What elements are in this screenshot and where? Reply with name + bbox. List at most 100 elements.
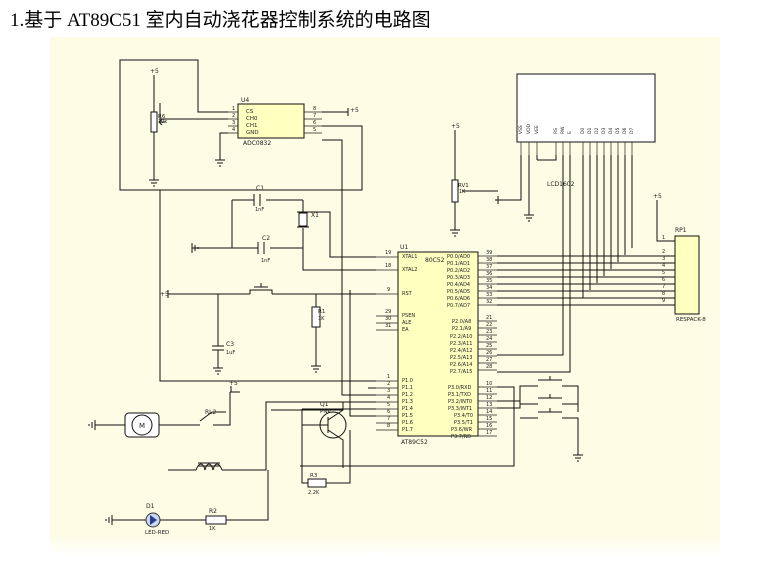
transistor-q1: Q1 PNP: [271, 401, 347, 468]
svg-text:23: 23: [486, 329, 492, 335]
svg-text:7: 7: [387, 416, 390, 422]
svg-text:21: 21: [486, 315, 492, 321]
svg-text:C1: C1: [256, 185, 264, 192]
svg-text:6: 6: [662, 277, 665, 283]
pot-r6: +5 R6 10k: [149, 68, 167, 187]
svg-text:AT89C52: AT89C52: [401, 439, 428, 446]
svg-text:D1: D1: [587, 128, 593, 134]
svg-text:D4: D4: [608, 128, 614, 134]
svg-text:3: 3: [662, 256, 665, 262]
svg-text:RESPACK-8: RESPACK-8: [676, 317, 706, 323]
crystal-circuit: C1 1nF C2 1nF X1: [191, 185, 376, 271]
svg-text:8: 8: [313, 106, 316, 112]
svg-text:C2: C2: [262, 235, 270, 242]
svg-text:GND: GND: [246, 130, 259, 136]
svg-text:P2.1/A9: P2.1/A9: [452, 326, 471, 332]
svg-text:P0.3/AD3: P0.3/AD3: [447, 275, 470, 281]
pot-rv1: +5 RV1 1K: [450, 123, 498, 237]
adc-wires: [119, 59, 363, 191]
svg-text:5: 5: [387, 402, 390, 408]
svg-text:P0.5/AD5: P0.5/AD5: [447, 289, 470, 295]
svg-text:E: E: [567, 131, 573, 134]
svg-text:29: 29: [385, 309, 391, 315]
svg-text:3: 3: [387, 388, 390, 394]
svg-text:D2: D2: [594, 128, 600, 134]
svg-text:35: 35: [486, 278, 492, 284]
svg-text:2: 2: [232, 113, 235, 119]
svg-text:31: 31: [385, 323, 391, 329]
svg-text:ALE: ALE: [402, 320, 411, 326]
svg-text:VSS: VSS: [518, 125, 524, 134]
svg-text:U4: U4: [241, 97, 249, 104]
svg-text:RST: RST: [402, 291, 413, 297]
p1-wires: [159, 139, 376, 417]
svg-text:6: 6: [387, 409, 390, 415]
svg-text:P0.0/AD0: P0.0/AD0: [447, 254, 470, 260]
svg-text:CH1: CH1: [246, 123, 257, 129]
svg-text:9: 9: [387, 287, 390, 293]
svg-text:+5: +5: [350, 107, 359, 114]
svg-text:R1: R1: [318, 309, 325, 315]
lcd-wires: [497, 155, 633, 373]
svg-text:36: 36: [486, 271, 492, 277]
svg-text:X1: X1: [311, 212, 319, 219]
svg-text:18: 18: [385, 263, 391, 269]
svg-text:34: 34: [486, 285, 492, 291]
svg-text:80C52: 80C52: [425, 257, 445, 264]
svg-text:1K: 1K: [209, 526, 216, 532]
svg-text:+5: +5: [653, 193, 662, 200]
svg-text:XTAL2: XTAL2: [402, 267, 417, 273]
svg-text:28: 28: [486, 364, 492, 370]
svg-text:10: 10: [486, 381, 492, 387]
svg-text:5: 5: [662, 270, 665, 276]
svg-text:9: 9: [662, 298, 665, 304]
p0-bus: [497, 255, 675, 306]
svg-text:12: 12: [486, 395, 492, 401]
led-d1: D1 LED-RED R2 1K: [105, 470, 269, 536]
svg-text:+5: +5: [229, 380, 238, 387]
svg-text:11: 11: [486, 388, 492, 394]
svg-text:D7: D7: [629, 128, 635, 134]
svg-text:7: 7: [313, 113, 316, 119]
svg-text:P3.4/T0: P3.4/T0: [454, 413, 473, 419]
svg-text:4: 4: [387, 395, 390, 401]
svg-text:R2: R2: [209, 508, 217, 515]
svg-text:17: 17: [486, 430, 492, 436]
svg-text:P1.5: P1.5: [402, 413, 413, 419]
svg-text:2: 2: [387, 381, 390, 387]
svg-text:13: 13: [486, 402, 492, 408]
svg-text:P2.2/A10: P2.2/A10: [450, 334, 472, 340]
svg-text:P3.6/WR: P3.6/WR: [451, 427, 473, 433]
reset-circuit: +5 C3 1uF R1 1K: [160, 283, 376, 375]
svg-text:27: 27: [486, 357, 492, 363]
svg-text:VDD: VDD: [526, 123, 532, 134]
at89c52-mcu: U1 80C52 AT89C52 XTAL1 XTAL2 RST PSEN AL…: [376, 244, 497, 446]
svg-text:RL2: RL2: [205, 409, 217, 416]
svg-text:2: 2: [662, 249, 665, 255]
resistor-r3: R3 2.2K: [301, 409, 351, 496]
svg-text:30: 30: [385, 316, 391, 322]
svg-text:VEE: VEE: [534, 125, 540, 134]
svg-text:33: 33: [486, 292, 492, 298]
svg-text:D1: D1: [146, 503, 155, 510]
svg-text:2.2K: 2.2K: [308, 490, 320, 496]
svg-text:14: 14: [486, 409, 492, 415]
svg-text:P0.4/AD4: P0.4/AD4: [447, 282, 470, 288]
svg-text:LCD1602: LCD1602: [547, 181, 575, 188]
svg-text:P0.2/AD2: P0.2/AD2: [447, 268, 470, 274]
svg-text:25: 25: [486, 343, 492, 349]
svg-text:1nF: 1nF: [255, 207, 264, 213]
svg-text:32: 32: [486, 299, 492, 305]
svg-text:P0.7/AD7: P0.7/AD7: [447, 303, 470, 309]
svg-text:1: 1: [232, 106, 235, 112]
svg-text:D3: D3: [601, 128, 607, 134]
svg-text:37: 37: [486, 264, 492, 270]
svg-text:19: 19: [385, 250, 391, 256]
keypad-buttons: [300, 376, 583, 467]
svg-text:3: 3: [232, 120, 235, 126]
svg-text:39: 39: [486, 250, 492, 256]
svg-text:1K: 1K: [459, 189, 466, 195]
board-fade: [50, 535, 720, 555]
svg-text:P3.7/RD: P3.7/RD: [451, 434, 471, 440]
